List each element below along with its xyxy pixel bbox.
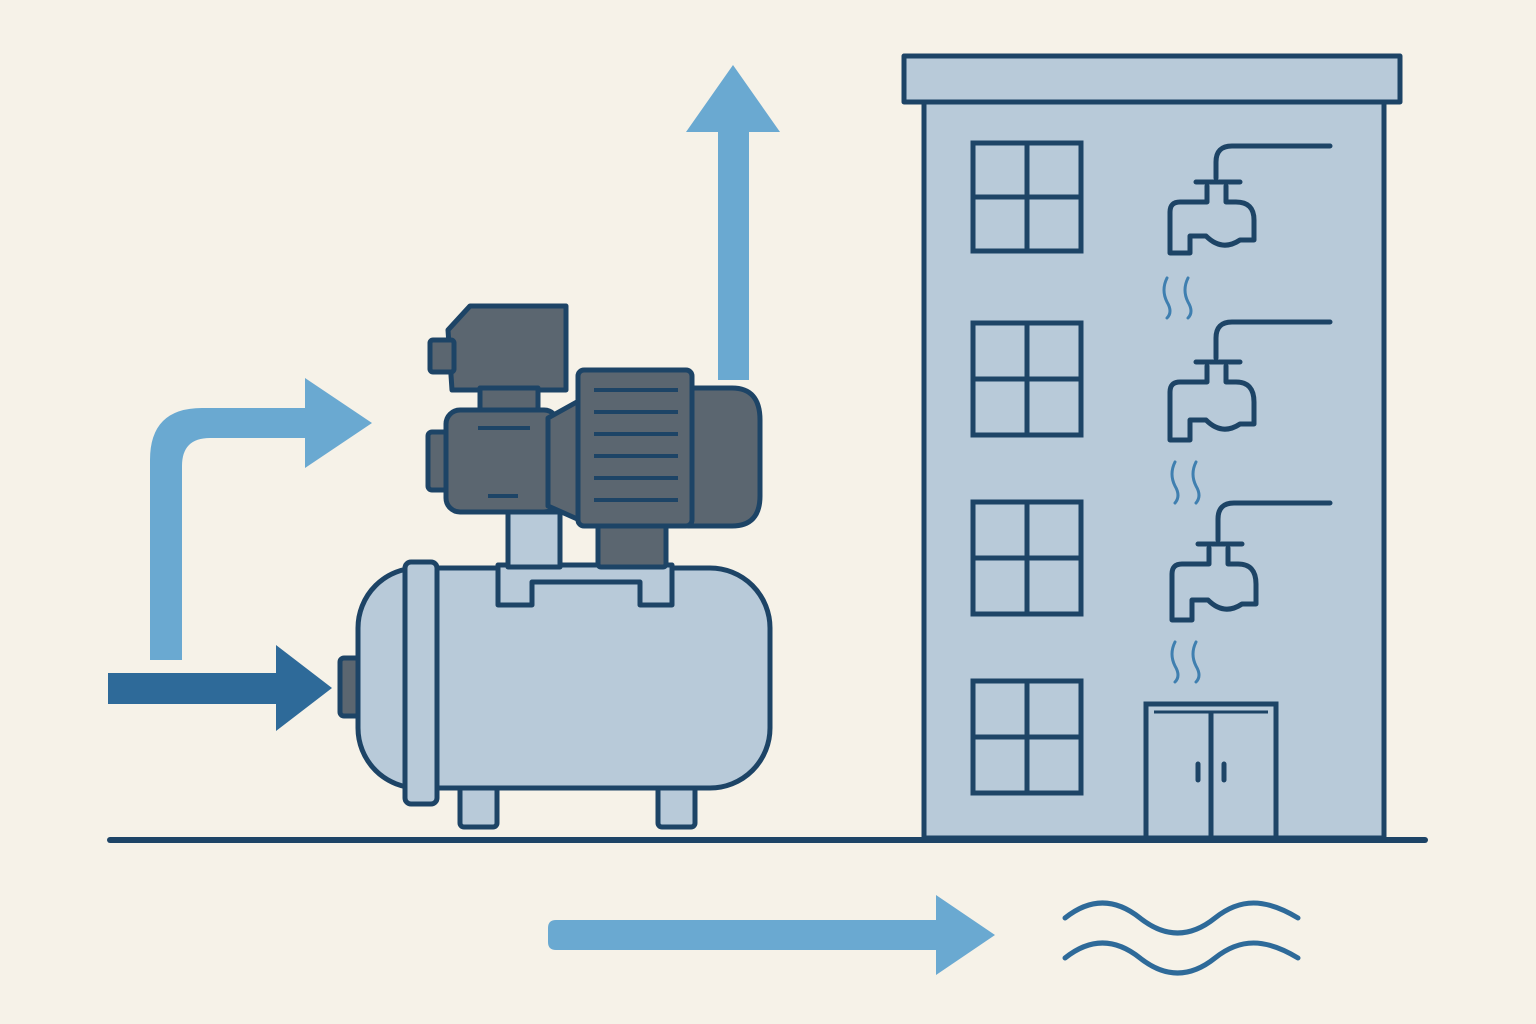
outflow-arrow	[548, 895, 995, 975]
window-floor-4	[970, 140, 1084, 254]
window-floor-2	[970, 499, 1084, 617]
discharge-up-arrow	[686, 65, 780, 380]
building-windows	[970, 140, 1084, 796]
faucet-icon	[1167, 319, 1333, 443]
entrance-door	[1143, 701, 1279, 841]
inlet-supply-arrow	[108, 645, 332, 731]
water-drip	[1162, 276, 1193, 320]
water-drip	[1170, 640, 1201, 684]
inlet-bypass-arrow	[150, 378, 372, 660]
faucet-icon	[1169, 500, 1333, 623]
window-floor-1	[970, 678, 1084, 796]
booster-pump-icon	[425, 303, 763, 570]
water-waves-icon	[1062, 900, 1301, 976]
faucet-floor-3	[1167, 319, 1333, 505]
water-drip	[1170, 460, 1201, 505]
window-floor-3	[970, 320, 1084, 438]
faucet-floor-2	[1169, 500, 1333, 684]
faucet-icon	[1167, 143, 1333, 256]
pressure-tank-icon	[337, 559, 773, 830]
faucet-floor-4	[1162, 143, 1333, 320]
